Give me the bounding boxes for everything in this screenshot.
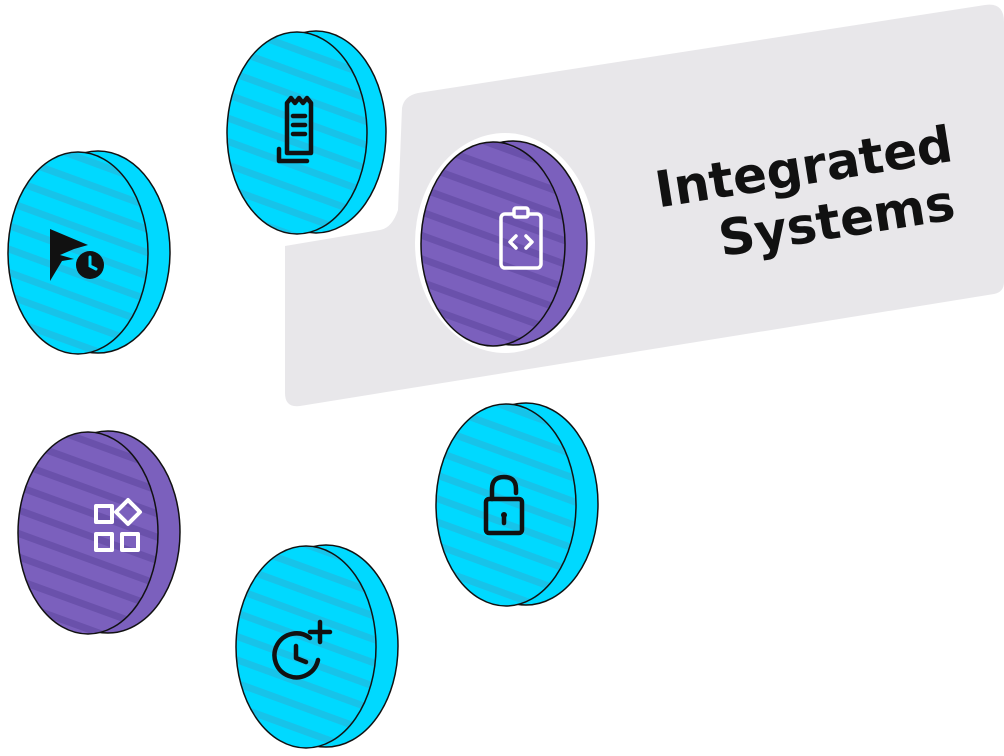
- code-clipboard-icon: [499, 206, 543, 270]
- unlock-icon: [483, 474, 525, 536]
- widgets-icon: [94, 498, 142, 552]
- widgets-disc: [12, 424, 188, 640]
- receipt-icon: [276, 95, 314, 164]
- receipt-disc: [224, 24, 396, 240]
- code-clipboard-disc: [415, 133, 595, 353]
- unlock-disc: [430, 396, 606, 612]
- add-alarm-disc: [230, 538, 406, 754]
- add-alarm-icon: [272, 619, 333, 680]
- panel-title: Integrated Systems: [651, 115, 959, 268]
- send-clock-icon: [50, 229, 104, 281]
- scheduled-send-disc: [2, 144, 178, 360]
